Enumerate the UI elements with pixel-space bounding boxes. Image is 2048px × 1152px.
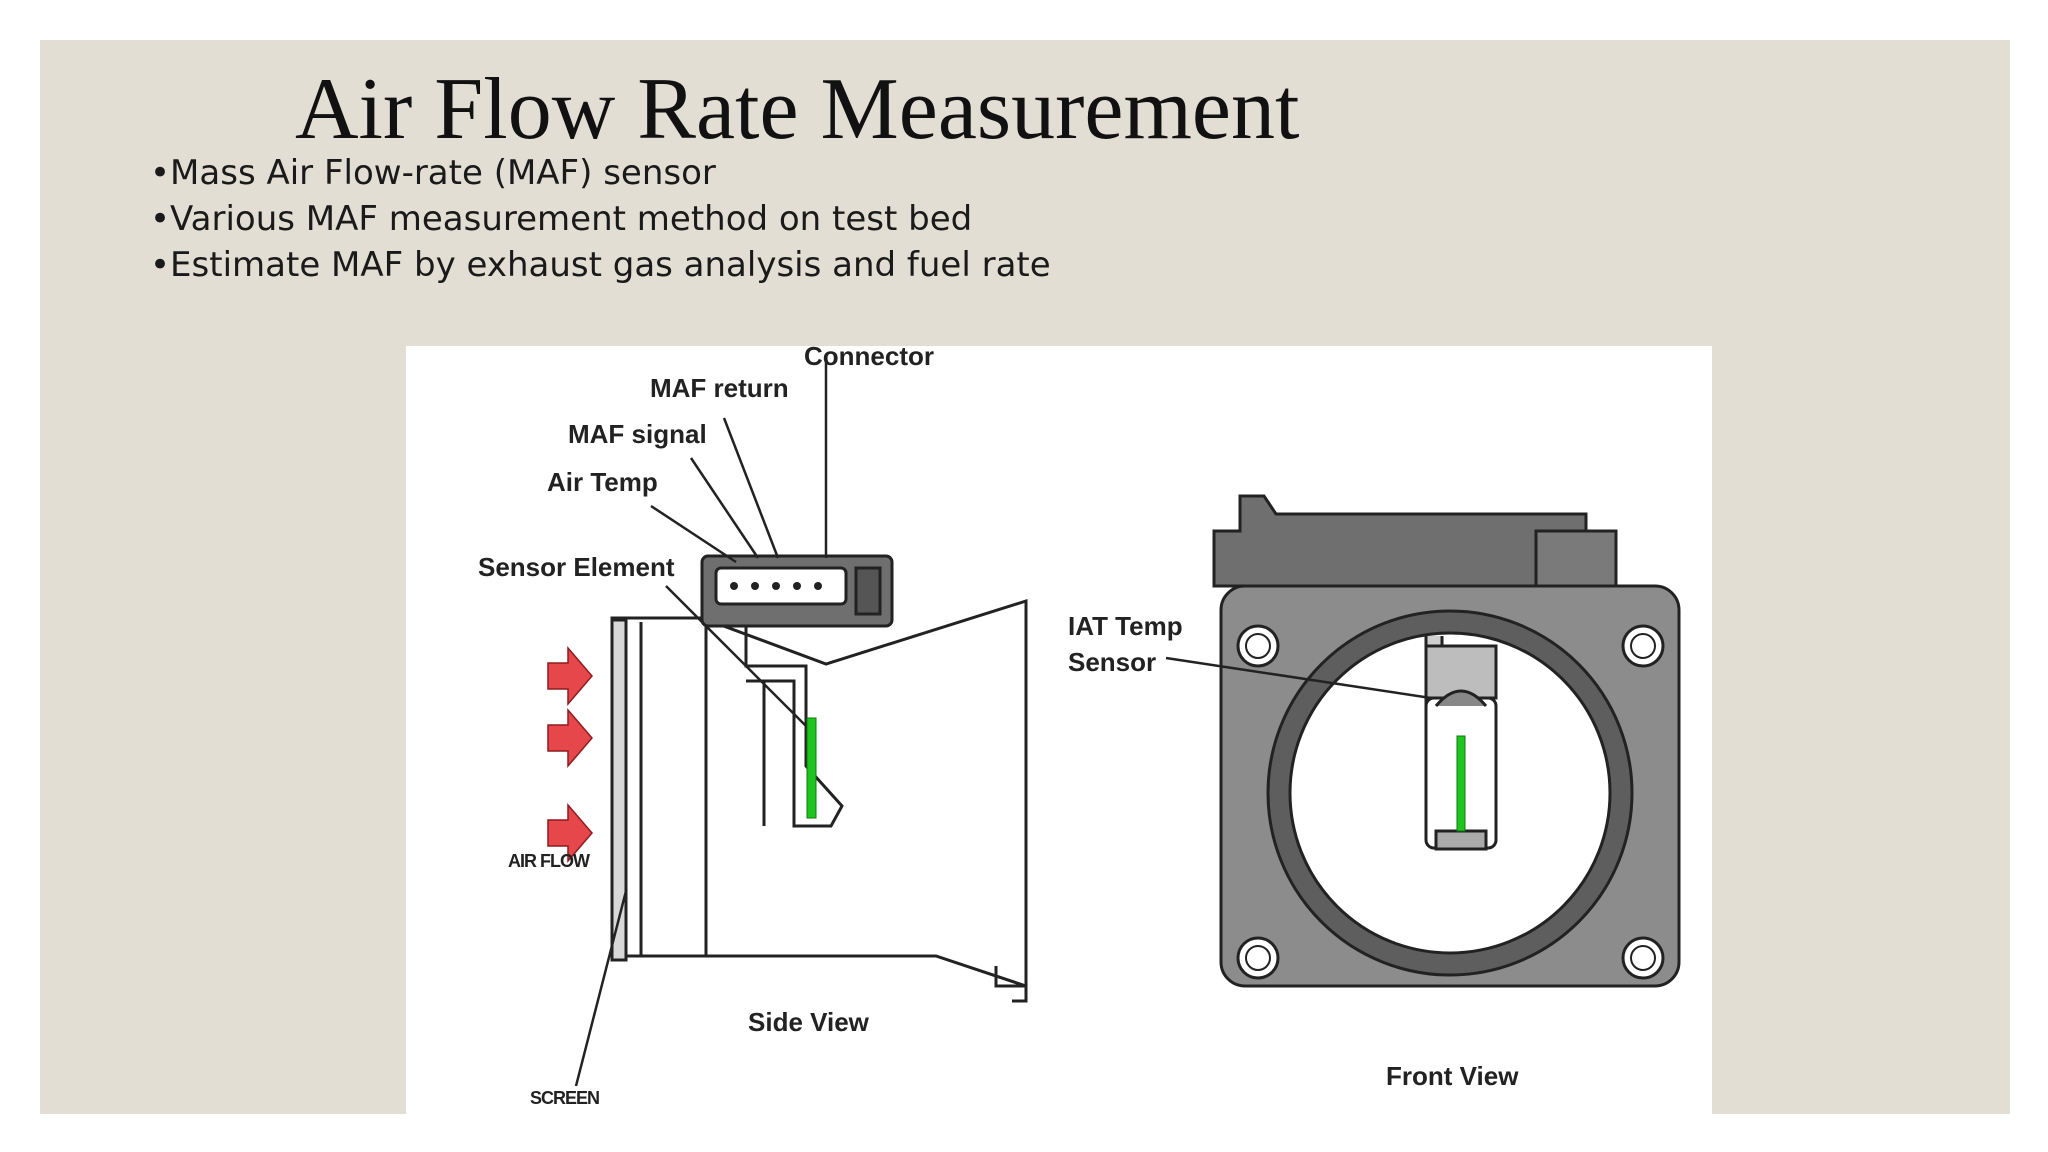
bullet-item: •Estimate MAF by exhaust gas analysis an… <box>150 245 1051 285</box>
maf-sensor-figure: Connector MAF return MAF signal Air Temp… <box>406 341 1712 1114</box>
label-screen: SCREEN <box>530 1088 600 1108</box>
side-view-drawing <box>574 362 1028 1087</box>
arrow-right-icon <box>547 802 593 864</box>
slide-title: Air Flow Rate Measurement <box>295 61 1300 158</box>
bullet-item: •Mass Air Flow-rate (MAF) sensor <box>150 153 716 193</box>
label-side-view: Side View <box>748 1007 869 1037</box>
arrow-right-icon <box>547 707 593 769</box>
slide: Air Flow Rate Measurement •Mass Air Flow… <box>40 40 2010 1114</box>
label-air-temp: Air Temp <box>547 467 658 497</box>
air-flow-arrows <box>547 645 593 864</box>
side-sensor-element <box>806 717 817 819</box>
front-sensor-element <box>1456 735 1466 832</box>
bullet-list: •Mass Air Flow-rate (MAF) sensor •Variou… <box>150 150 1051 288</box>
label-front-view: Front View <box>1386 1061 1519 1091</box>
label-iat-sensor: Sensor <box>1068 647 1157 677</box>
label-iat-temp: IAT Temp <box>1068 611 1183 641</box>
label-maf-signal: MAF signal <box>568 419 707 449</box>
label-air-flow: AIR FLOW <box>508 851 590 871</box>
maf-diagram-drawing <box>547 362 1681 1087</box>
arrow-right-icon <box>547 645 593 707</box>
bullet-item: •Various MAF measurement method on test … <box>150 199 973 239</box>
label-maf-return: MAF return <box>650 373 789 403</box>
label-connector: Connector <box>804 341 934 371</box>
front-view-drawing <box>1165 494 1681 988</box>
label-sensor-element: Sensor Element <box>478 552 675 582</box>
